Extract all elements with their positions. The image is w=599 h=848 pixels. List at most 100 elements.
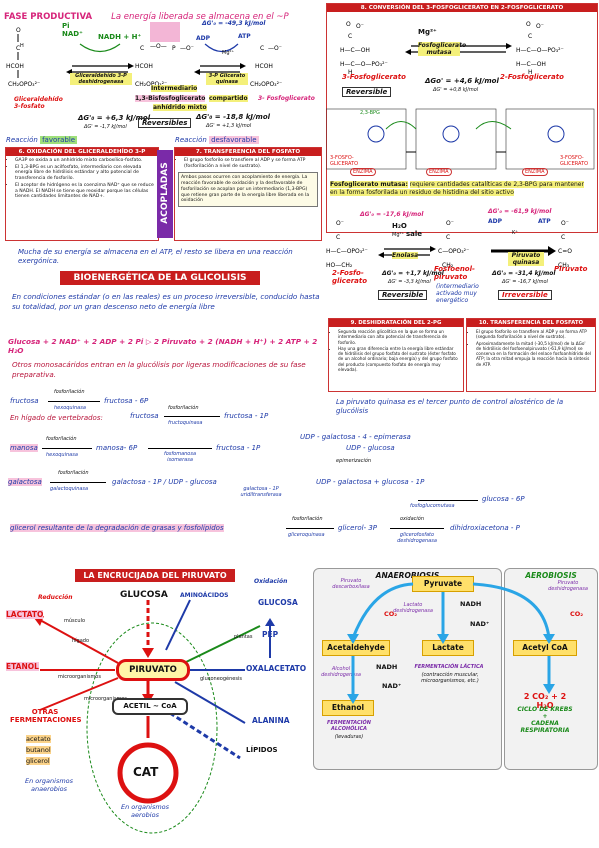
svg-text:H—C—O—PO₃²⁻: H—C—O—PO₃²⁻ bbox=[516, 47, 564, 54]
glicerol-text: glicerol resultante de la degradación de… bbox=[10, 524, 224, 532]
anhidrido-label: anhídrido mixto bbox=[153, 104, 207, 111]
cruce-cat: CAT bbox=[133, 765, 159, 779]
anaer-title: ANAEROBIOSIS bbox=[375, 571, 440, 580]
anaerobiosis-panel: ANAEROBIOSIS bbox=[313, 568, 502, 770]
phase-title: FASE PRODUCTIVA bbox=[4, 12, 93, 22]
svg-text:C=O: C=O bbox=[558, 248, 572, 255]
cruce-otras: OTRAS FERMENTACIONES bbox=[10, 708, 82, 724]
cruce-lactato: LACTATO bbox=[6, 610, 44, 619]
box8-left-label: 3-Fosfoglicerato bbox=[342, 73, 406, 81]
fructosa1p-2: fructosa - 1P bbox=[216, 444, 261, 452]
box-7: 7. TRANSFERENCIA DEL FOSFATO El grupo fo… bbox=[174, 147, 322, 241]
bpg-structure: C —O— P —O⁻ HCOH CH₂OPO₃²⁻ bbox=[135, 22, 194, 88]
box-10-list: El grupo fosforilo se transfiere al ADP … bbox=[467, 327, 595, 367]
acopladas-label: ACOPLADAS bbox=[160, 162, 170, 224]
svg-text:CH₂OPO₃²⁻: CH₂OPO₃²⁻ bbox=[8, 81, 40, 88]
enol-k: K⁺ bbox=[512, 230, 518, 236]
dg1-label: ΔG'₀ = -49,3 kJ/mol bbox=[202, 20, 266, 27]
svg-text:HCOH: HCOH bbox=[255, 63, 273, 70]
glc6p-label: glucosa - 6P bbox=[482, 495, 525, 503]
enol-dg3: ΔG'₀ = -61,9 kJ/mol bbox=[488, 208, 552, 215]
pep-struct: O⁻C C—OPO₃²⁻ CH₂ bbox=[438, 220, 469, 269]
cruce-oxidacion: Oxidación bbox=[254, 578, 288, 585]
compartido-label: compartido bbox=[209, 95, 248, 102]
box-10-item: Aproximadamente la mitad (-30,5 kJ/mol) … bbox=[476, 341, 592, 367]
anaer-ethanol: Ethanol bbox=[322, 700, 374, 716]
enol-dg2: ΔG'₀ = +1,7 kJ/mol bbox=[382, 270, 444, 277]
arrow-fru-2 bbox=[164, 416, 220, 417]
dg2b-label: ΔG' = -1,7 kJ/mol bbox=[84, 124, 127, 130]
phase-title-row: FASE PRODUCTIVA La energía liberada se a… bbox=[4, 4, 324, 23]
dg2-label: ΔG'₀ = +6,3 kJ/mol bbox=[78, 114, 151, 122]
encrucijada-title: LA ENCRUCIJADA DEL PIRUVATO bbox=[75, 569, 235, 582]
cruce-oxalacetato: OXALACETATO bbox=[246, 664, 307, 673]
enzima-tag-2: ENZIMA bbox=[426, 168, 452, 176]
hexoquinasa-2: hexoquinasa bbox=[46, 452, 78, 458]
box-9-item: Segunda reacción glicolítica en la que s… bbox=[338, 329, 460, 345]
fosforilacion-2: fosforilación bbox=[168, 405, 199, 411]
enol-sale: sale bbox=[406, 230, 423, 238]
g3p-o: O bbox=[16, 27, 21, 34]
aer-pdh: Piruvato deshidrogenasa bbox=[548, 580, 588, 592]
box-7-item: El grupo fosforilo se transfiere al ADP … bbox=[184, 158, 318, 169]
box-6-title: 6. OXIDACIÓN DEL GLICERALDEHÍDO 3-P bbox=[6, 148, 158, 156]
enol-reversible: Reversible bbox=[378, 290, 428, 300]
box8-mg: Mg²⁺ bbox=[418, 28, 437, 36]
enol-intermedio: (intermediario activado muy energético bbox=[436, 283, 479, 304]
svg-text:C: C bbox=[348, 33, 352, 40]
fructosa-1: fructosa bbox=[10, 397, 39, 405]
fosforilacion-3: fosforilación bbox=[46, 436, 77, 442]
svg-text:—O⁻: —O⁻ bbox=[268, 45, 282, 52]
enzyme-gapdh: Gliceraldehído 3-P deshidrogenasa bbox=[70, 73, 132, 85]
bioenergetica-title: BIOENERGÉTICA DE LA GLICOLISIS bbox=[60, 271, 260, 285]
svg-text:O⁻: O⁻ bbox=[561, 220, 569, 227]
fructoquinasa-label: fructoquinasa bbox=[168, 420, 203, 426]
hexoquinasa-1: hexoquinasa bbox=[54, 405, 86, 411]
reaccion-label-2: Reacción bbox=[175, 136, 207, 144]
dg3b-label: ΔG' = +1,3 kJ/mol bbox=[206, 123, 252, 129]
cruce-acetilcoa: ACETIL ~ CoA bbox=[112, 698, 188, 715]
bioenergetica-text: En condiciones estándar (o en las reales… bbox=[12, 292, 320, 312]
piruvato-label: Piruvato bbox=[554, 265, 588, 273]
box-6: 6. OXIDACIÓN DEL GLICERALDEHÍDO 3-P GA3P… bbox=[5, 147, 159, 241]
svg-text:H—C—OH: H—C—OH bbox=[340, 47, 370, 54]
enzima-tag-3: ENZIMA bbox=[522, 168, 548, 176]
box8-right-label: 2-Fosfoglicerato bbox=[500, 73, 564, 81]
anaer-nadh2: NADH bbox=[376, 663, 398, 671]
box-7-list: El grupo fosforilo se transfiere al ADP … bbox=[175, 156, 321, 169]
anaer-ferm-lactica: FERMENTACIÓN LÁCTICA bbox=[414, 664, 484, 670]
svg-text:CH₂OPO₃²⁻: CH₂OPO₃²⁻ bbox=[250, 81, 282, 88]
box8-dg: ΔGo' = +4,6 kJ/mol bbox=[425, 77, 499, 85]
svg-text:H: H bbox=[528, 69, 533, 76]
gal1p-udpg: galactosa - 1P / UDP - glucosa bbox=[112, 478, 217, 486]
arrow-gal-1 bbox=[50, 482, 106, 483]
anaer-lactate: Lactate bbox=[422, 640, 474, 656]
svg-text:C: C bbox=[561, 234, 565, 241]
cruce-glucosa2: GLUCOSA bbox=[258, 598, 298, 607]
box-9: 9. DESHIDRATACIÓN DEL 2-PG Segunda reacc… bbox=[328, 318, 464, 392]
cruce-pep: PEP bbox=[262, 630, 279, 639]
cruce-etanol: ETANOL bbox=[6, 662, 39, 671]
fosfoglucomutasa-label: fosfoglucomutasa bbox=[410, 503, 455, 509]
fosfomanosa-label: fosfomanosa isomerasa bbox=[163, 451, 197, 463]
aer-cadena: CADENA RESPIRATORIA bbox=[520, 720, 570, 734]
mech-right-label: 3-FOSFO-GLICERATO bbox=[560, 155, 589, 167]
svg-text:HO—CH₂: HO—CH₂ bbox=[326, 262, 353, 269]
fructosa1p-1: fructosa - 1P bbox=[224, 412, 269, 420]
intermediario-label: Intermediario bbox=[151, 85, 198, 92]
reversibles-label: Reversibles bbox=[138, 118, 192, 128]
otros-monosacaridos: Otros monosacáridos entran en la glucóli… bbox=[12, 360, 306, 380]
svg-text:O⁻: O⁻ bbox=[356, 23, 364, 30]
anaer-ferm-alc: FERMENTACIÓN ALCOHÓLICA bbox=[327, 720, 371, 732]
cruce-piruvato: PIRUVATO bbox=[116, 659, 190, 681]
uridil-label: galactosa - 1P uridiltransferasa bbox=[240, 486, 282, 498]
svg-text:O: O bbox=[346, 21, 351, 28]
aer-out: 2 CO₂ + 2 H₂O bbox=[523, 692, 567, 710]
adp-label: ADP bbox=[196, 35, 211, 42]
3pg-label: 3- Fosfoglicerato bbox=[258, 95, 315, 102]
svg-text:C—OPO₃²⁻: C—OPO₃²⁻ bbox=[438, 248, 469, 255]
anaer-nadh: NADH bbox=[460, 600, 482, 608]
cruce-butanol: butanol bbox=[26, 746, 51, 754]
enol-h2o: H₂O bbox=[392, 222, 407, 230]
